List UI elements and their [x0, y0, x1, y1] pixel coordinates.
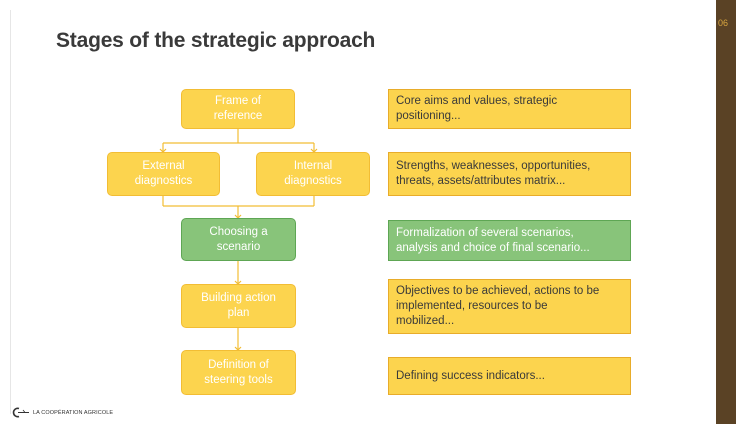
footer-org-name: LA COOPÉRATION AGRICOLE	[33, 409, 114, 416]
slide-left-rule	[10, 10, 11, 414]
stage-steering-tools: Definition of steering tools	[181, 350, 296, 395]
side-panel	[716, 0, 736, 424]
slide-number: 06	[718, 18, 729, 28]
stage-internal-diagnostics: Internal diagnostics	[256, 152, 370, 196]
description-steering: Defining success indicators...	[388, 357, 631, 395]
stage-building-action-plan: Building action plan	[181, 284, 296, 328]
stage-choosing-scenario: Choosing a scenario	[181, 218, 296, 261]
description-choosing: Formalization of several scenarios, anal…	[388, 220, 631, 261]
slide: Stages of the strategic approach Frame o…	[10, 10, 631, 418]
stage-frame-of-reference: Frame of reference	[181, 89, 295, 129]
description-diagnostics: Strengths, weaknesses, opportunities, th…	[388, 152, 631, 196]
description-frame: Core aims and values, strategic position…	[388, 89, 631, 129]
cooperation-logo-icon	[12, 407, 29, 418]
description-action: Objectives to be achieved, actions to be…	[388, 279, 631, 334]
footer-logo: LA COOPÉRATION AGRICOLE	[12, 407, 113, 418]
stage-external-diagnostics: External diagnostics	[107, 152, 220, 196]
slide-title: Stages of the strategic approach	[56, 29, 376, 52]
